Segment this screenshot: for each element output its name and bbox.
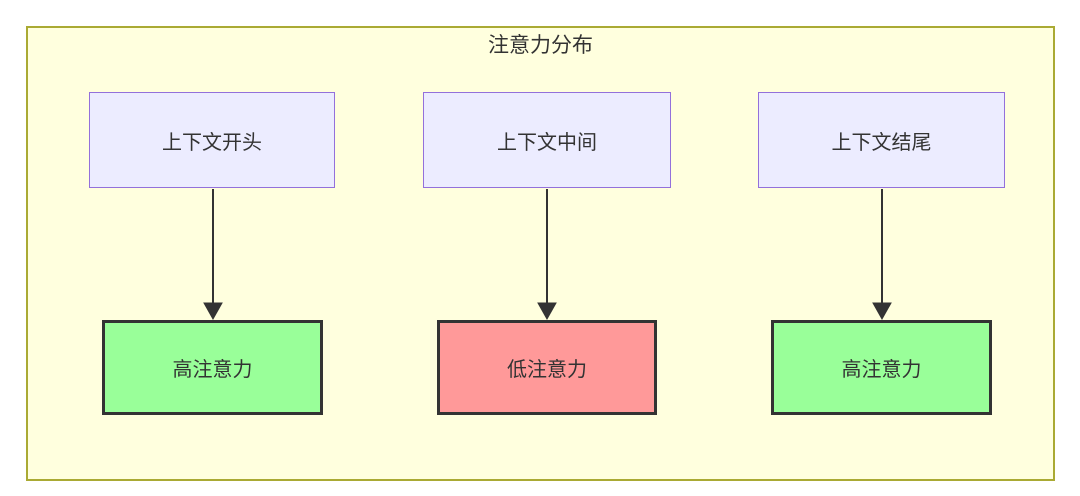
node-high-attention-2: 高注意力 (771, 320, 992, 415)
node-label: 上下文结尾 (831, 131, 932, 154)
node-label: 上下文中间 (497, 131, 597, 154)
node-high-attention-1: 高注意力 (102, 320, 323, 415)
node-label: 低注意力 (507, 359, 587, 381)
node-label: 高注意力 (841, 359, 922, 381)
node-label: 上下文开头 (162, 131, 262, 154)
diagram-title: 注意力分布 (488, 34, 593, 57)
node-low-attention: 低注意力 (437, 320, 657, 415)
node-context-start: 上下文开头 (89, 92, 335, 188)
node-context-middle: 上下文中间 (423, 92, 671, 188)
node-context-end: 上下文结尾 (758, 92, 1005, 188)
node-label: 高注意力 (172, 359, 253, 381)
